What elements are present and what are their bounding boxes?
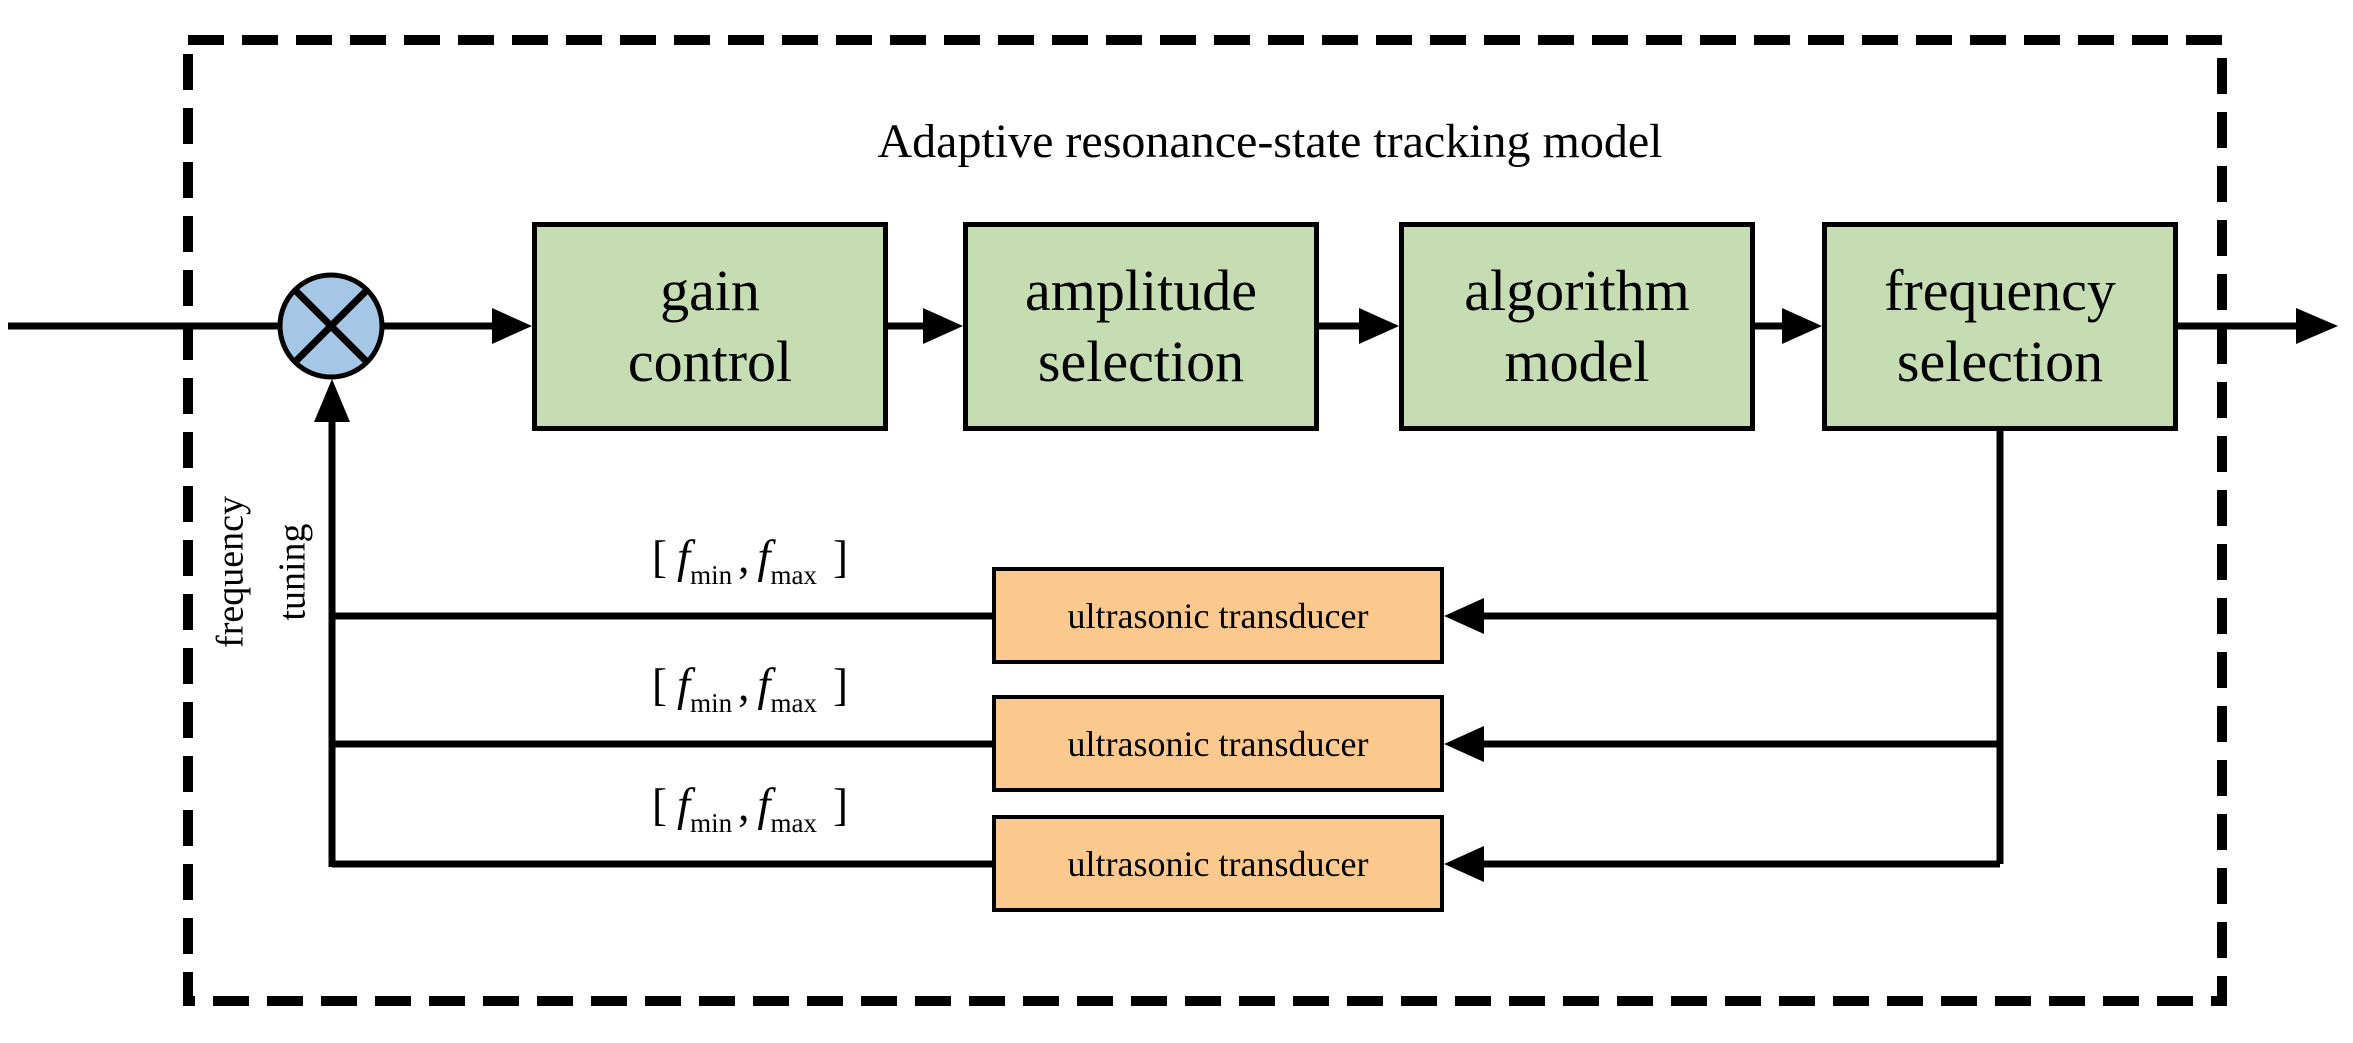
comma: , (738, 660, 750, 710)
subscript-min: min (690, 808, 733, 838)
block-label-line: amplitude (1025, 257, 1257, 323)
f-symbol: f (677, 659, 691, 711)
bracket-open: [ (652, 532, 668, 582)
bracket-close: ] (832, 532, 848, 582)
model-boundary-dashed-box (183, 35, 2227, 1006)
f-symbol: f (757, 659, 771, 711)
arrow-into-amplitude-icon (923, 308, 963, 344)
arrow-into-frequency-icon (1782, 308, 1822, 344)
f-symbol: f (757, 779, 771, 831)
feedback-label-line: tuning (271, 523, 313, 621)
frequency-range-label-3: [fmin,fmax] (590, 782, 910, 837)
arrow-into-transducer-1-icon (1444, 598, 1484, 634)
output-arrow-icon (2296, 308, 2338, 344)
bracket-close: ] (832, 780, 848, 830)
subscript-max: max (770, 808, 817, 838)
block-label-line: model (1504, 328, 1650, 394)
arrow-into-gain-icon (492, 308, 532, 344)
multiplier-cross-stroke-2 (293, 288, 369, 364)
bracket-open: [ (652, 780, 668, 830)
f-symbol: f (677, 779, 691, 831)
block-frequency-selection: frequency selection (1822, 222, 2178, 431)
feedback-label-line: frequency (209, 496, 252, 648)
block-ultrasonic-transducer-2: ultrasonic transducer (992, 695, 1444, 792)
block-label-line: selection (1037, 328, 1245, 394)
frequency-range-label-2: [fmin,fmax] (590, 662, 910, 717)
bracket-open: [ (652, 660, 668, 710)
block-label-line: frequency (1884, 257, 2116, 323)
subscript-max: max (770, 560, 817, 590)
comma: , (738, 532, 750, 582)
transducer-label: ultrasonic transducer (1067, 595, 1369, 636)
f-symbol: f (677, 531, 691, 583)
arrow-into-transducer-2-icon (1444, 726, 1484, 762)
block-amplitude-selection: amplitude selection (963, 222, 1319, 431)
block-gain-control: gain control (532, 222, 888, 431)
arrow-into-multiplier-icon (314, 379, 350, 422)
transducer-label: ultrasonic transducer (1067, 843, 1369, 884)
subscript-min: min (690, 560, 733, 590)
f-symbol: f (757, 531, 771, 583)
transducer-label: ultrasonic transducer (1067, 723, 1369, 764)
block-label-line: algorithm (1464, 257, 1690, 323)
arrow-into-algorithm-icon (1359, 308, 1399, 344)
subscript-max: max (770, 688, 817, 718)
bracket-close: ] (832, 660, 848, 710)
block-ultrasonic-transducer-3: ultrasonic transducer (992, 815, 1444, 912)
block-label-line: selection (1896, 328, 2104, 394)
block-ultrasonic-transducer-1: ultrasonic transducer (992, 567, 1444, 664)
comma: , (738, 780, 750, 830)
arrow-into-transducer-3-icon (1444, 846, 1484, 882)
block-algorithm-model: algorithm model (1399, 222, 1755, 431)
subscript-min: min (690, 688, 733, 718)
feedback-bus-label: frequency tuning (200, 496, 323, 648)
block-label-line: control (627, 328, 793, 394)
block-label-line: gain (660, 257, 760, 323)
frequency-range-label-1: [fmin,fmax] (590, 534, 910, 589)
diagram-title: Adaptive resonance-state tracking model (877, 115, 1663, 168)
